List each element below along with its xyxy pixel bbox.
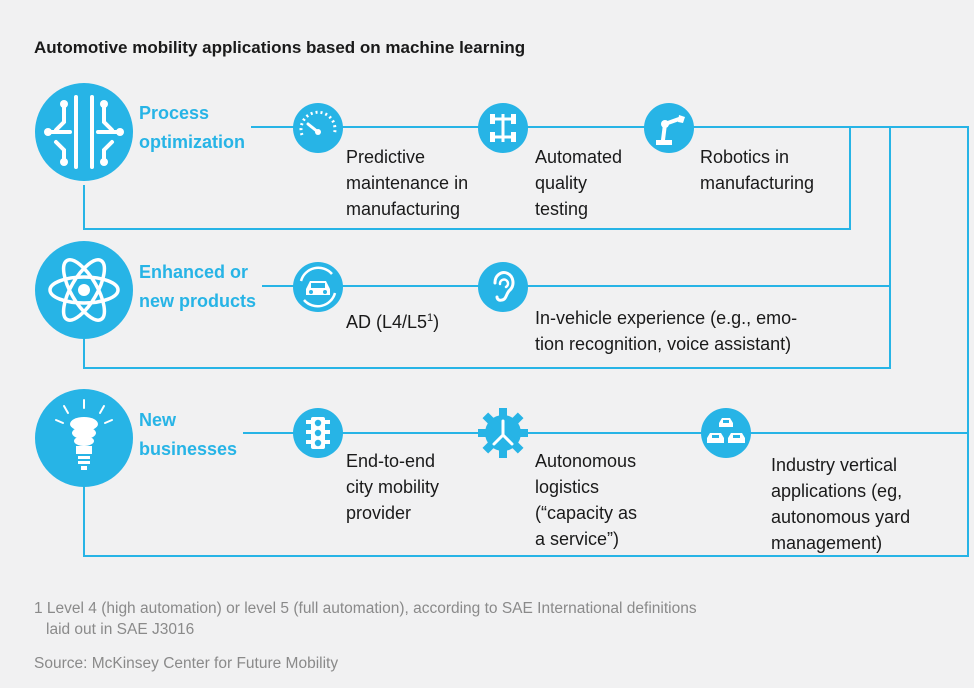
item-robotics-in-manufacturing: Robotics in manufacturing bbox=[700, 147, 815, 193]
outer-bus-line bbox=[850, 126, 969, 433]
source-note: Source: McKinsey Center for Future Mobil… bbox=[34, 655, 339, 672]
lightbulb-icon bbox=[35, 389, 133, 487]
chassis-icon bbox=[478, 103, 528, 153]
circuit-brain-icon bbox=[35, 83, 133, 181]
category-enhanced-or-new-products: Enhanced or new products bbox=[139, 258, 263, 316]
atom-icon bbox=[35, 241, 133, 339]
section-1-connector bbox=[83, 126, 851, 230]
cars-icon bbox=[701, 408, 751, 458]
item-industry-vertical-applications: Industry vertical applications (eg, auto… bbox=[771, 455, 911, 553]
gear-icon bbox=[478, 408, 528, 458]
category-process-optimization: Process optimization bbox=[139, 99, 251, 157]
diagram-title: Automotive mobility applications based o… bbox=[34, 38, 526, 57]
footnote-marker: 1 bbox=[427, 312, 434, 324]
ear-icon bbox=[478, 262, 528, 312]
traffic-light-icon bbox=[293, 408, 343, 458]
robot-arm-icon bbox=[644, 103, 694, 153]
footnote: 1 Level 4 (high automation) or level 5 (… bbox=[34, 600, 697, 638]
item-automated-quality-testing: Automated quality testing bbox=[535, 147, 623, 219]
category-new-businesses: New businesses bbox=[139, 406, 244, 464]
item-autonomous-logistics: Autonomous logistics (“capacity as a ser… bbox=[535, 451, 638, 549]
car-icon bbox=[293, 262, 343, 312]
item-in-vehicle-experience: In-vehicle experience (e.g., emo- tion r… bbox=[535, 308, 798, 354]
item-predictive-maintenance: Predictive maintenance in manufacturing bbox=[346, 147, 469, 219]
gauge-icon bbox=[293, 103, 343, 153]
item-ad-l4-l5: AD (L4/L51) bbox=[346, 312, 440, 332]
section-2-connector bbox=[83, 285, 891, 369]
item-end-to-end-city-mobility: End-to-end city mobility provider bbox=[346, 451, 440, 523]
